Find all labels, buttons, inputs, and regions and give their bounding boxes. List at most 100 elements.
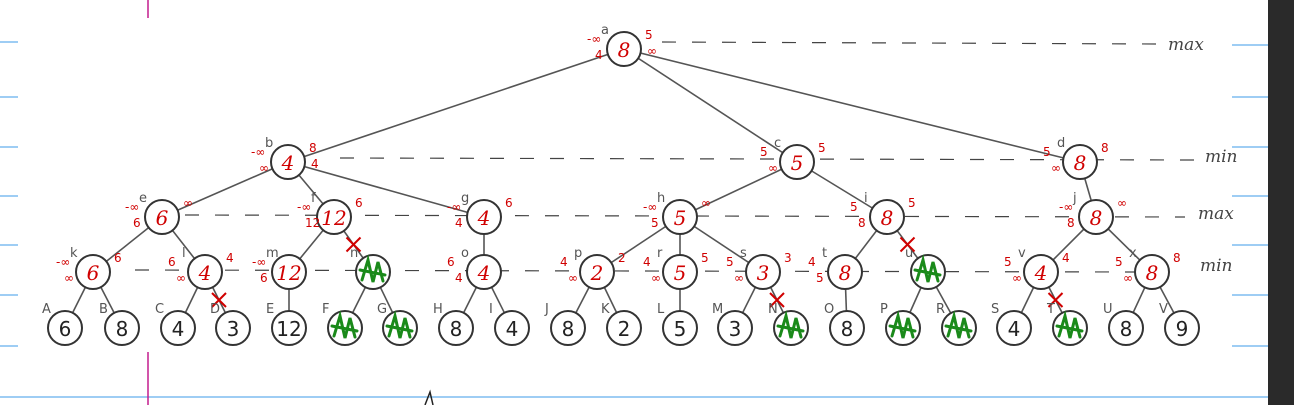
alpha-beta-annotation: ∞	[651, 271, 661, 285]
alpha-beta-annotation: 3	[784, 251, 792, 265]
node-letter: s	[740, 246, 747, 261]
node-circle	[662, 199, 698, 235]
alpha-beta-annotation: 5	[1004, 255, 1012, 269]
tree-node-a: 8	[606, 31, 642, 67]
level-label-max: max	[1168, 35, 1204, 55]
alpha-beta-annotation: ∞	[1117, 196, 1127, 210]
alpha-beta-annotation: 5	[816, 271, 824, 285]
tree-edge	[623, 48, 798, 163]
tree-node-J: 8	[550, 310, 586, 346]
tree-edge	[679, 161, 798, 218]
node-value: 3	[757, 261, 770, 285]
tree-node-C: 4	[160, 310, 196, 346]
node-letter: K	[601, 302, 610, 317]
alpha-beta-annotation: 5	[1115, 255, 1123, 269]
node-letter: a	[601, 23, 609, 38]
node-circle	[662, 310, 698, 346]
prune-mark	[211, 292, 227, 308]
pruned-scribble	[776, 310, 805, 339]
node-circle	[75, 254, 111, 290]
node-letter: I	[489, 302, 493, 317]
node-circle	[717, 310, 753, 346]
node-value: 4	[1008, 317, 1021, 341]
alpha-beta-annotation: 4	[455, 216, 463, 230]
node-circle	[662, 254, 698, 290]
node-circle	[270, 144, 306, 180]
node-letter: x	[1129, 246, 1137, 261]
alpha-beta-annotation: -∞	[252, 255, 266, 269]
alpha-beta-annotation: 5	[726, 255, 734, 269]
prune-mark	[1047, 292, 1064, 308]
alpha-beta-annotation: 6	[133, 216, 141, 230]
alpha-beta-annotation: ∞	[768, 161, 778, 175]
node-letter: b	[265, 136, 273, 151]
node-letter: o	[461, 246, 469, 261]
tree-node-H: 8	[438, 310, 474, 346]
node-circle	[1078, 199, 1114, 235]
alpha-beta-annotation: ∞	[64, 271, 74, 285]
node-circle	[827, 254, 863, 290]
node-value: 8	[841, 317, 854, 341]
alpha-beta-annotation: 4	[595, 48, 603, 62]
node-value: 9	[1176, 317, 1189, 341]
alpha-beta-annotation: 5	[1043, 145, 1051, 159]
node-circle	[160, 310, 196, 346]
node-letter: i	[864, 191, 868, 206]
tree-node-A: 6	[47, 310, 83, 346]
node-letter: C	[155, 302, 164, 317]
tree-node-l: 4	[187, 254, 223, 290]
tree-node-K: 2	[606, 310, 642, 346]
node-value: 4	[477, 206, 491, 230]
tree-node-g: 4	[466, 199, 502, 235]
alpha-beta-annotation: 12	[305, 216, 320, 230]
node-circle	[606, 31, 642, 67]
alpha-beta-annotation: 8	[858, 216, 866, 230]
node-value: 4	[198, 261, 212, 285]
node-value: 4	[281, 151, 295, 175]
node-circle	[438, 310, 474, 346]
tree-node-M: 3	[717, 310, 753, 346]
level-guide-line	[661, 41, 1161, 45]
tree-node-x: 8	[1134, 254, 1170, 290]
level-label-min: min	[1200, 256, 1233, 276]
alpha-beta-annotation: ∞	[183, 196, 193, 210]
node-value: 4	[506, 317, 519, 341]
node-letter: H	[433, 302, 443, 317]
node-letter: t	[822, 246, 827, 261]
node-value: 8	[839, 261, 852, 285]
node-value: 2	[618, 317, 631, 341]
level-label-max: max	[1198, 204, 1234, 224]
node-circle	[829, 310, 865, 346]
alpha-beta-annotation: -∞	[125, 200, 139, 214]
node-value: 4	[1034, 261, 1048, 285]
node-letter: n	[350, 246, 358, 261]
alpha-beta-annotation: -∞	[587, 32, 601, 46]
alpha-beta-annotation: 4	[643, 255, 651, 269]
tree-node-p: 2	[579, 254, 615, 290]
pruned-scribble	[385, 310, 414, 339]
node-letter: l	[182, 246, 186, 261]
tree-node-i: 8	[869, 199, 905, 235]
node-value: 2	[590, 261, 604, 285]
node-value: 8	[450, 317, 463, 341]
node-circle	[466, 254, 502, 290]
pruned-scribble	[330, 310, 359, 339]
prune-mark	[345, 236, 362, 253]
node-value: 8	[562, 317, 575, 341]
tree-node-S: 4	[996, 310, 1032, 346]
alpha-beta-annotation: 4	[311, 157, 319, 171]
node-letter: O	[824, 302, 834, 317]
alpha-beta-annotation: 4	[455, 271, 463, 285]
alpha-beta-annotation: ∞	[734, 271, 744, 285]
node-letter: T	[1046, 302, 1055, 317]
tree-node-I: 4	[494, 310, 530, 346]
vertical-scrollbar[interactable]	[1268, 0, 1294, 405]
tree-node-d: 8	[1062, 144, 1098, 180]
node-value: 3	[227, 317, 240, 341]
node-value: 5	[674, 206, 687, 230]
node-circle	[187, 254, 223, 290]
node-value: 12	[321, 206, 346, 230]
alpha-beta-annotation: 5	[760, 145, 768, 159]
tree-node-j: 8	[1078, 199, 1114, 235]
